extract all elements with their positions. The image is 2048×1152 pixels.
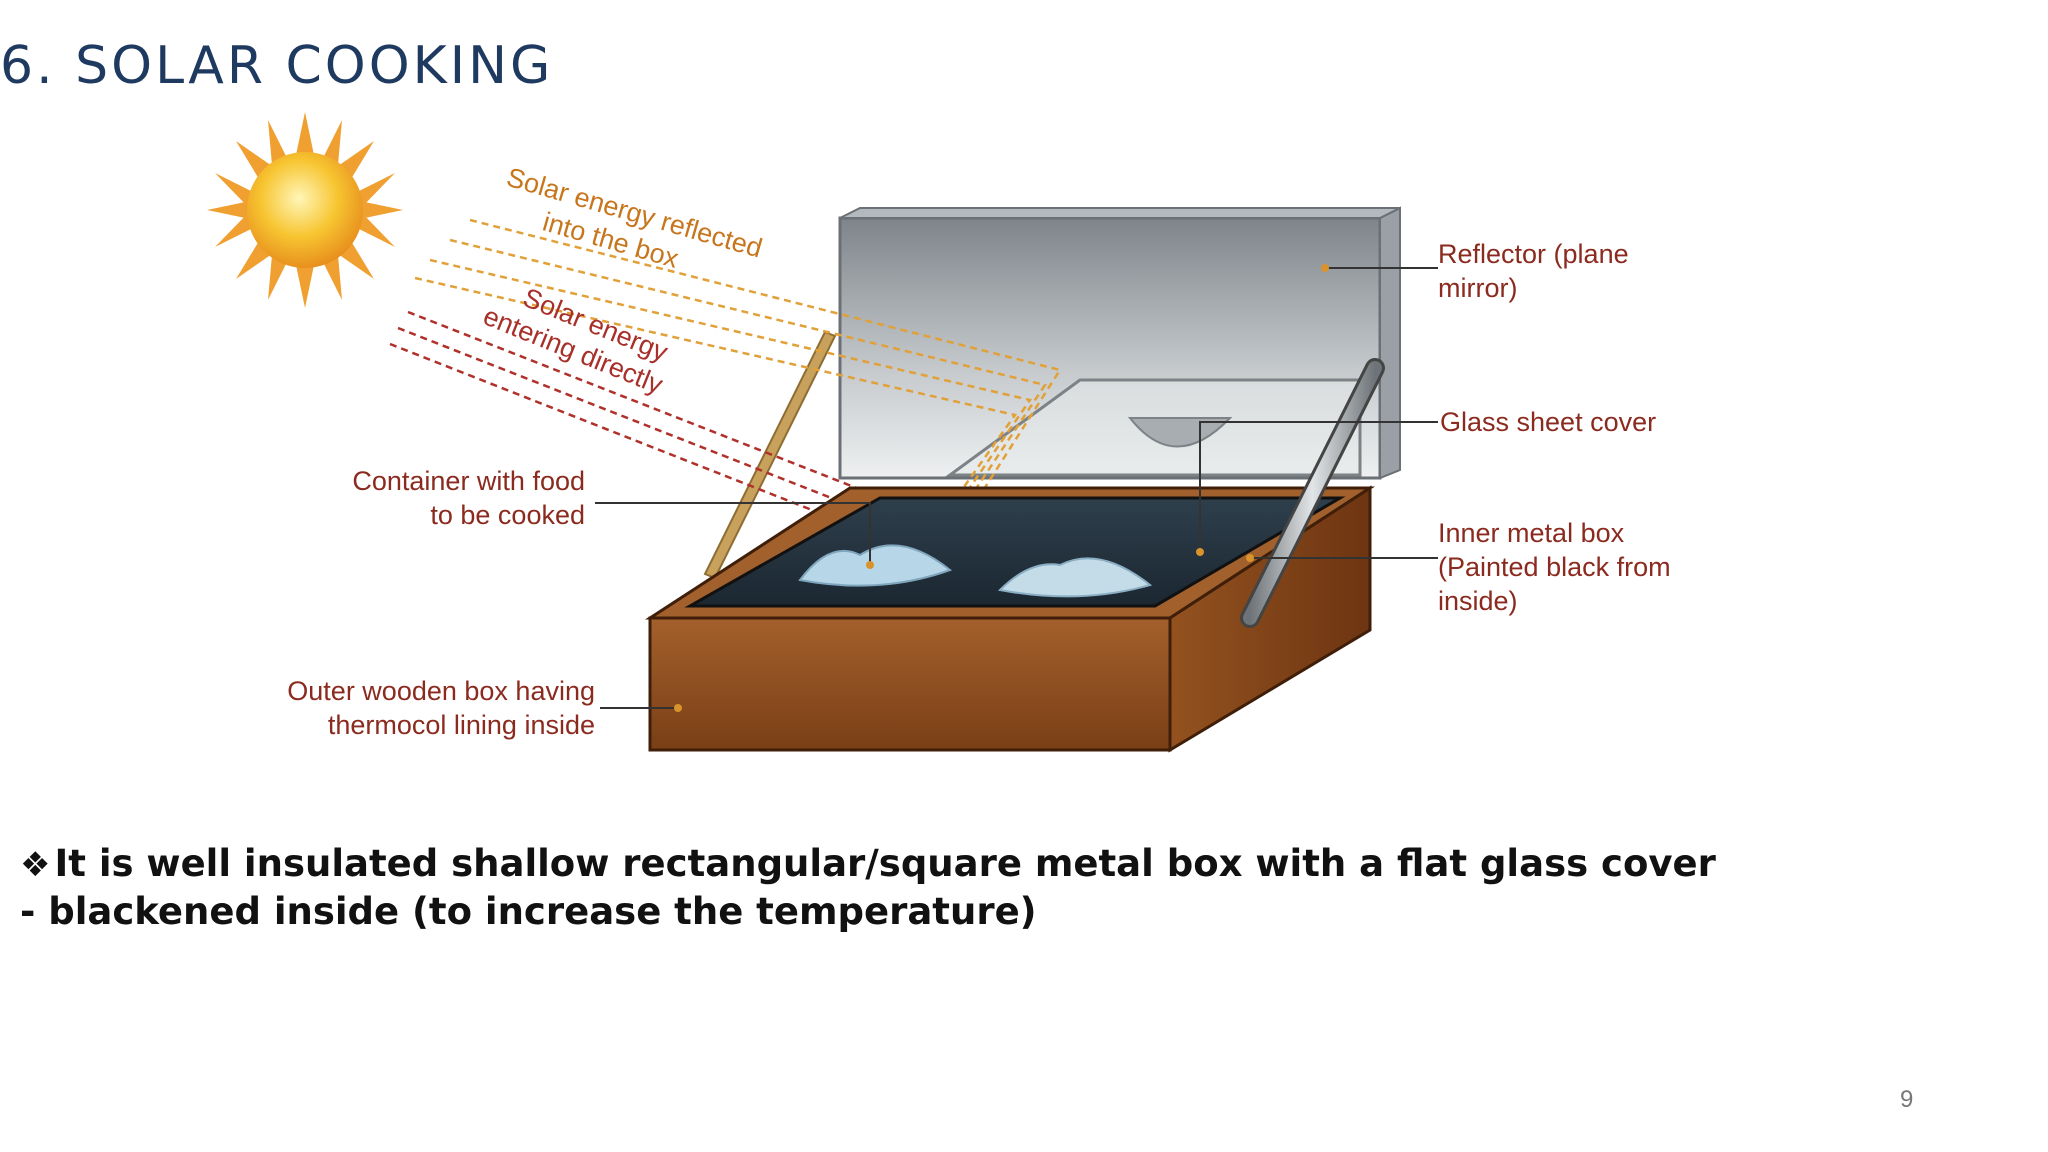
- solar-cooker-diagram: Solar energy reflected into the box Sola…: [207, 112, 1671, 753]
- page-number: 9: [1900, 1086, 1914, 1113]
- food-container-left: [798, 544, 953, 587]
- inner-box-label-line3: inside): [1438, 586, 1518, 616]
- food-container-right: [997, 557, 1153, 598]
- leader-lines: [595, 267, 1438, 709]
- reflector-label-line2: mirror): [1438, 273, 1517, 303]
- bullet-point-1: ❖It is well insulated shallow rectangula…: [20, 842, 1716, 885]
- inner-box-label-line1: Inner metal box: [1438, 518, 1625, 548]
- container-label-line1: Container with food: [352, 466, 585, 496]
- sun-icon: [207, 112, 403, 308]
- inner-box-label-line2: (Painted black from: [1438, 552, 1671, 582]
- outer-box-label-line2: thermocol lining inside: [328, 710, 595, 740]
- slide-title: 6. SOLAR COOKING: [0, 36, 554, 96]
- bullet-point-2: - blackened inside (to increase the temp…: [20, 890, 1037, 933]
- bullet-text-1: It is well insulated shallow rectangular…: [54, 842, 1716, 885]
- glass-sheet-cover: [945, 378, 1362, 477]
- glass-cover-label: Glass sheet cover: [1440, 407, 1656, 437]
- glass-rod: [1240, 358, 1385, 628]
- container-label-line2: to be cooked: [430, 500, 585, 530]
- outer-box-label-line1: Outer wooden box having: [287, 676, 595, 706]
- reflector-label-line1: Reflector (plane: [1438, 239, 1629, 269]
- bullet-marker: ❖: [20, 845, 51, 885]
- inner-metal-box: [684, 496, 1346, 608]
